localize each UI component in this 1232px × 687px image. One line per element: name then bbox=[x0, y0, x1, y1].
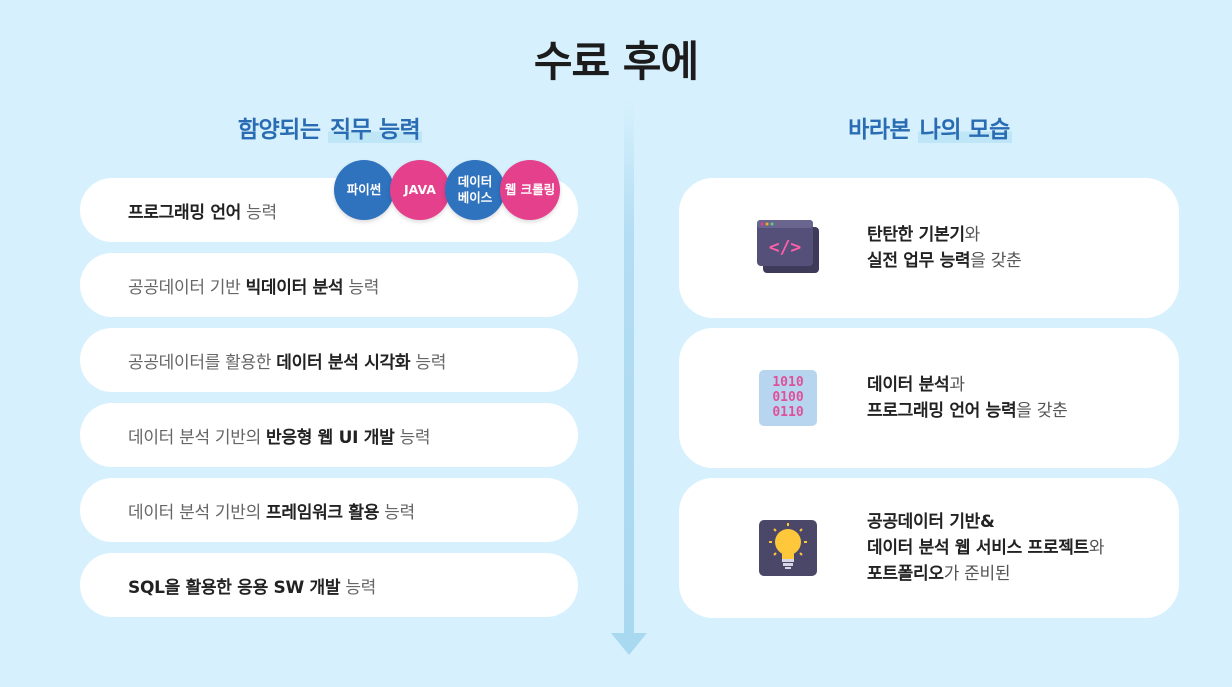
skill-text-bold: 빅데이터 분석 bbox=[245, 277, 344, 298]
right-heading-highlight: 나의 모습 bbox=[917, 117, 1012, 143]
binary-line: 0110 bbox=[772, 405, 803, 420]
skill-item: 공공데이터 기반 빅데이터 분석 능력 bbox=[80, 253, 578, 317]
center-divider-arrow bbox=[624, 100, 634, 635]
outcome-line-bold: 공공데이터 기반& bbox=[867, 512, 995, 532]
outcome-line-bold: 데이터 분석 bbox=[867, 375, 950, 395]
badge-java: JAVA bbox=[390, 160, 450, 220]
left-heading-highlight: 직무 능력 bbox=[328, 117, 423, 143]
arrow-down-icon bbox=[611, 633, 647, 655]
skill-text-suffix: 능력 bbox=[379, 502, 415, 523]
binary-line: 0100 bbox=[772, 390, 803, 405]
right-column-heading: 바라본 나의 모습 bbox=[680, 110, 1180, 144]
outcome-line-plain: 와 bbox=[964, 225, 981, 245]
outcome-card: 1010 0100 0110 데이터 분석과 프로그래밍 언어 능력을 갖춘 bbox=[679, 328, 1179, 468]
skill-text-bold: 프로그래밍 언어 bbox=[128, 202, 241, 223]
skill-text-suffix: 능력 bbox=[410, 352, 447, 373]
badge-python: 파이썬 bbox=[334, 160, 394, 220]
skill-text-suffix: 능력 bbox=[241, 202, 277, 223]
right-heading-plain: 바라본 bbox=[848, 117, 918, 143]
skill-text-suffix: 능력 bbox=[343, 277, 380, 298]
outcome-line-plain: 을 갖춘 bbox=[970, 251, 1022, 271]
badge-database: 데이터 베이스 bbox=[445, 160, 505, 220]
outcome-line-bold: 데이터 분석 웹 서비스 프로젝트 bbox=[867, 538, 1089, 558]
outcome-text: 데이터 분석과 프로그래밍 언어 능력을 갖춘 bbox=[867, 328, 1068, 468]
skill-text-bold: 데이터 분석 시각화 bbox=[276, 352, 411, 373]
skill-text-suffix: 능력 bbox=[340, 577, 377, 598]
skill-text-plain: 공공데이터 기반 bbox=[128, 277, 246, 298]
skill-text-plain: 데이터 분석 기반의 bbox=[128, 427, 267, 448]
outcome-line-plain: 와 bbox=[1088, 538, 1105, 558]
skill-item: 공공데이터를 활용한 데이터 분석 시각화 능력 bbox=[80, 328, 578, 392]
lightbulb-icon bbox=[759, 520, 817, 576]
left-heading-plain: 함양되는 bbox=[237, 117, 328, 143]
outcome-line-bold: 탄탄한 기본기 bbox=[867, 225, 965, 245]
svg-text:</>: </> bbox=[769, 237, 802, 258]
skill-item: SQL을 활용한 응용 SW 개발 능력 bbox=[80, 553, 578, 617]
outcome-line-plain: 을 갖춘 bbox=[1016, 401, 1068, 421]
binary-data-icon: 1010 0100 0110 bbox=[759, 370, 817, 426]
outcome-text: 공공데이터 기반& 데이터 분석 웹 서비스 프로젝트와 포트폴리오가 준비된 bbox=[867, 478, 1105, 618]
outcome-line-plain: 과 bbox=[949, 375, 965, 395]
skill-text-suffix: 능력 bbox=[394, 427, 431, 448]
outcome-line-bold: 프로그래밍 언어 능력 bbox=[867, 401, 1017, 421]
skill-text-plain: 공공데이터를 활용한 bbox=[128, 352, 277, 373]
skill-text-bold: SQL을 활용한 응용 SW 개발 bbox=[128, 577, 341, 598]
skill-text-bold: 프레임워크 활용 bbox=[266, 502, 380, 523]
skill-text-plain: 데이터 분석 기반의 bbox=[128, 502, 267, 523]
outcome-line-bold: 실전 업무 능력 bbox=[867, 251, 971, 271]
left-column-heading: 함양되는 직무 능력 bbox=[80, 110, 580, 144]
skill-item: 데이터 분석 기반의 반응형 웹 UI 개발 능력 bbox=[80, 403, 578, 467]
outcome-text: 탄탄한 기본기와 실전 업무 능력을 갖춘 bbox=[867, 178, 1022, 318]
outcome-card: 공공데이터 기반& 데이터 분석 웹 서비스 프로젝트와 포트폴리오가 준비된 bbox=[679, 478, 1179, 618]
code-window-icon: </> bbox=[757, 220, 819, 273]
skill-text-bold: 반응형 웹 UI 개발 bbox=[266, 427, 395, 448]
outcome-line-plain: 가 준비된 bbox=[943, 564, 1011, 584]
badge-web-crawling: 웹 크롤링 bbox=[500, 160, 560, 220]
outcome-line-bold: 포트폴리오 bbox=[867, 564, 944, 584]
skill-item: 데이터 분석 기반의 프레임워크 활용 능력 bbox=[80, 478, 578, 542]
outcome-card: </> 탄탄한 기본기와 실전 업무 능력을 갖춘 bbox=[679, 178, 1179, 318]
page-title: 수료 후에 bbox=[533, 37, 699, 86]
binary-line: 1010 bbox=[772, 375, 803, 390]
